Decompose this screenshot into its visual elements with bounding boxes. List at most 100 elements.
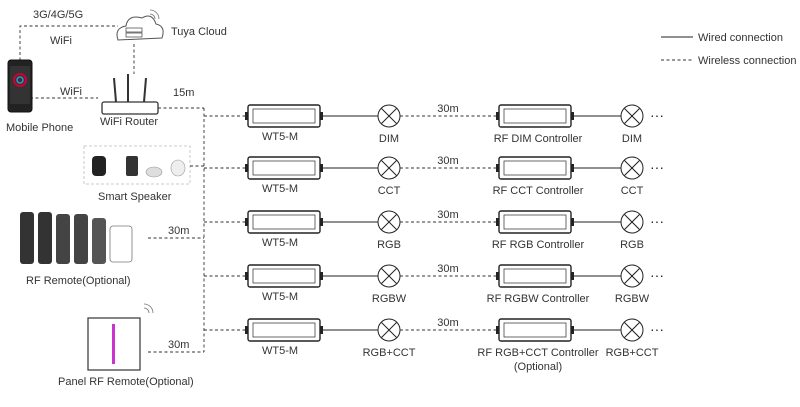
wt5m-label: WT5-M	[262, 345, 298, 357]
light-bulb-icon-cross	[381, 322, 397, 338]
mobile-phone: Mobile Phone	[6, 59, 73, 134]
router-label: WiFi Router	[100, 116, 158, 128]
rf-controller-terminal	[571, 326, 574, 334]
rf-controller-inner	[503, 108, 567, 124]
cloud-label: Tuya Cloud	[171, 26, 227, 38]
wt5m-label: WT5-M	[262, 237, 298, 249]
wt5m-label: WT5-M	[262, 183, 298, 195]
wt5m-device-terminal	[245, 326, 248, 334]
rf-distance: 30m	[437, 103, 458, 115]
rf-controller-inner	[503, 160, 567, 176]
remote-icon	[74, 214, 88, 264]
light-label: DIM	[379, 133, 399, 145]
light-bulb-icon-cross	[624, 268, 640, 284]
rf-controller-inner	[503, 322, 567, 338]
rf-controller	[498, 264, 572, 288]
rf-controller-label: RF RGBW Controller	[487, 293, 590, 305]
rf-remote-distance: 30m	[168, 225, 189, 237]
color-wheel-icon	[13, 73, 27, 87]
wt5m-device-inner	[252, 108, 316, 124]
rf-distance: 30m	[437, 209, 458, 221]
panel-remote-label: Panel RF Remote(Optional)	[58, 376, 194, 388]
light-bulb-icon-cross	[381, 268, 397, 284]
wt5m-device	[247, 156, 321, 180]
speaker-icon	[92, 156, 106, 176]
remote-icon	[56, 214, 70, 264]
rf-controller-terminal	[571, 272, 574, 280]
light-label: RGB+CCT	[363, 347, 416, 359]
speaker-label: Smart Speaker	[98, 191, 172, 203]
rf-controller-terminal	[496, 272, 499, 280]
light-label: DIM	[622, 133, 642, 145]
speaker-icon	[170, 159, 186, 177]
speaker-group-box	[83, 145, 191, 185]
light-bulb-icon-cross	[624, 214, 640, 230]
panel-rf-remote: Panel RF Remote(Optional)	[58, 303, 194, 388]
wt5m-device-terminal	[245, 218, 248, 226]
wt5m-label: WT5-M	[262, 131, 298, 143]
wt5m-device	[247, 210, 321, 234]
phone-cloud-link	[19, 25, 118, 66]
remote-icon	[20, 212, 34, 264]
legend-wireless-label: Wireless connection	[698, 55, 796, 67]
rf-controller-terminal	[571, 112, 574, 120]
panel-distance: 30m	[168, 339, 189, 351]
phone-label: Mobile Phone	[6, 122, 73, 134]
speaker-icon	[145, 166, 163, 178]
more-ellipsis: ···	[650, 159, 664, 175]
wifi-top-label: WiFi	[50, 35, 72, 47]
rf-controller-label: RF RGB Controller	[492, 239, 585, 251]
router-distance: 15m	[173, 87, 194, 99]
rf-controller-terminal	[571, 218, 574, 226]
rf-controller-terminal	[496, 218, 499, 226]
rf-controller	[498, 104, 572, 128]
antenna-icon	[113, 77, 117, 103]
wt5m-device-terminal	[320, 272, 323, 280]
light-label: RGBW	[615, 293, 650, 305]
color-bar-icon	[112, 324, 115, 364]
wt5m-device	[247, 264, 321, 288]
wt5m-device-terminal	[245, 272, 248, 280]
rf-controller-inner	[503, 214, 567, 230]
more-ellipsis: ···	[650, 321, 664, 337]
color-wheel-inner	[16, 76, 24, 84]
controller-rows: WT5-M DIM 30m RF DIM Controller DIM ··· WT5-M C…	[204, 103, 664, 373]
router-icon	[101, 101, 159, 115]
rf-distance: 30m	[437, 155, 458, 167]
more-ellipsis: ···	[650, 267, 664, 283]
rf-controller-label: RF DIM Controller	[494, 133, 583, 145]
wt5m-device-terminal	[320, 326, 323, 334]
wt5m-device-terminal	[245, 112, 248, 120]
wt5m-device-terminal	[320, 164, 323, 172]
wifi-router: WiFi Router	[100, 74, 159, 128]
rf-remote: RF Remote(Optional)	[20, 212, 133, 287]
wt5m-device-terminal	[320, 218, 323, 226]
wt5m-label: WT5-M	[262, 291, 298, 303]
light-label: RGBW	[372, 293, 407, 305]
light-label: CCT	[378, 185, 401, 197]
server-icon	[125, 32, 143, 38]
server-icon	[125, 27, 143, 33]
speaker-icon	[126, 156, 138, 176]
wt5m-device-inner	[252, 322, 316, 338]
light-bulb-icon-cross	[624, 322, 640, 338]
rf-controller-label: RF RGB+CCT Controller	[477, 347, 598, 359]
remote-icon	[109, 225, 133, 263]
wt5m-device	[247, 104, 321, 128]
rf-controller-terminal	[496, 112, 499, 120]
light-bulb-icon-cross	[381, 214, 397, 230]
light-label: RGB	[620, 239, 644, 251]
rf-controller	[498, 210, 572, 234]
more-ellipsis: ···	[650, 107, 664, 123]
rf-controller-terminal	[496, 164, 499, 172]
rf-controller-terminal	[571, 164, 574, 172]
antenna-icon	[143, 77, 147, 103]
light-bulb-icon-cross	[624, 108, 640, 124]
light-label: CCT	[621, 185, 644, 197]
rf-controller	[498, 318, 572, 342]
light-bulb-icon-cross	[381, 108, 397, 124]
wifi-phone-label: WiFi	[60, 86, 82, 98]
remote-icon	[38, 212, 52, 264]
signal-icon	[143, 303, 154, 314]
